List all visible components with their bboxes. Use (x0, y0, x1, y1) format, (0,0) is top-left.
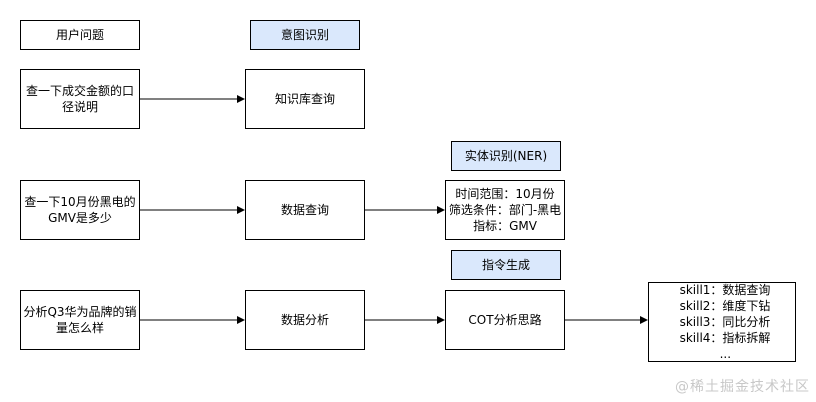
row3-action-label: 数据分析 (280, 313, 329, 327)
header-intent-recognition-label: 意图识别 (280, 28, 329, 42)
skill-line3: skill3：同比分析 (679, 315, 771, 329)
row1-question-box: 查一下成交金额的口 径说明 (20, 69, 140, 129)
row3-question-line2: 量怎么样 (55, 321, 104, 335)
row2-question-line2: GMV是多少 (48, 211, 112, 225)
skill-line5: ... (719, 347, 732, 361)
row1-question-line1: 查一下成交金额的口 (25, 84, 134, 98)
watermark: @稀土掘金技术社区 (675, 379, 810, 395)
skill-line2: skill2：维度下钻 (679, 299, 771, 313)
row1-action-box: 知识库查询 (245, 69, 365, 129)
skill-line1: skill1：数据查询 (679, 283, 771, 297)
header-intent-recognition: 意图识别 (250, 20, 360, 50)
row2-action-box: 数据查询 (245, 180, 365, 240)
ner-label-box: 实体识别(NER) (451, 141, 561, 171)
instruction-label: 指令生成 (481, 258, 530, 272)
ner-result-line2: 筛选条件：部门-黑电 (448, 203, 562, 217)
row2-question-box: 查一下10月份黑电的 GMV是多少 (20, 180, 140, 240)
cot-label: COT分析思路 (468, 313, 542, 327)
row1-question-line2: 径说明 (61, 100, 98, 114)
row3-question-box: 分析Q3华为品牌的销 量怎么样 (20, 290, 140, 350)
ner-result-line3: 指标：GMV (473, 219, 537, 233)
header-user-question-label: 用户问题 (55, 28, 104, 42)
row3-question-line1: 分析Q3华为品牌的销 (23, 305, 137, 319)
row2-action-label: 数据查询 (280, 203, 329, 217)
cot-box: COT分析思路 (445, 290, 565, 350)
ner-label: 实体识别(NER) (464, 149, 548, 163)
ner-result-box: 时间范围：10月份 筛选条件：部门-黑电 指标：GMV (445, 180, 565, 240)
row2-question-line1: 查一下10月份黑电的 (24, 195, 136, 209)
header-user-question: 用户问题 (20, 20, 140, 50)
row1-action-label: 知识库查询 (274, 92, 335, 106)
ner-result-line1: 时间范围：10月份 (455, 187, 555, 201)
instruction-label-box: 指令生成 (451, 250, 561, 280)
row3-action-box: 数据分析 (245, 290, 365, 350)
skills-box: skill1：数据查询 skill2：维度下钻 skill3：同比分析 skil… (648, 282, 796, 362)
skill-line4: skill4：指标拆解 (679, 331, 771, 345)
